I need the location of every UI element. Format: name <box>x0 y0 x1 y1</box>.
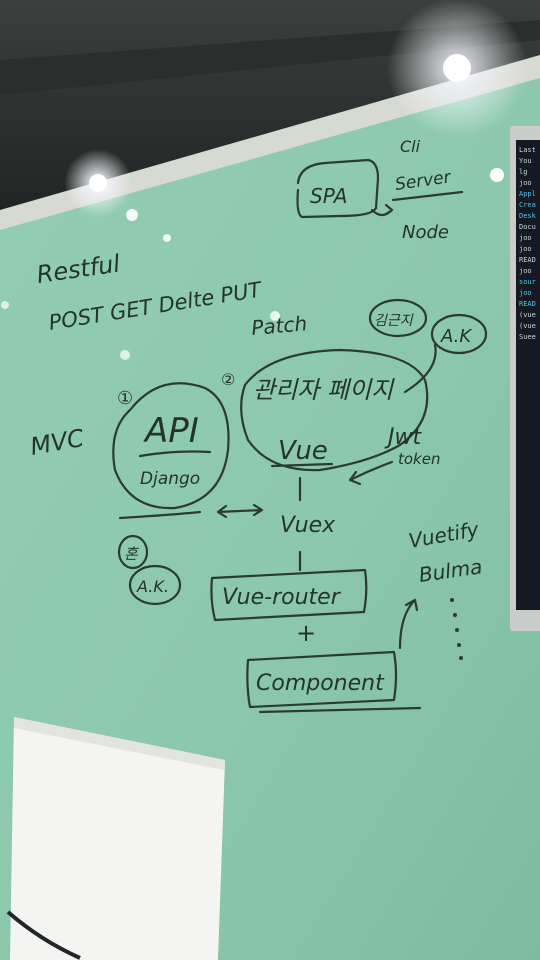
jwt-arrow <box>348 460 394 486</box>
hon-tag: 혼 <box>124 545 140 563</box>
component-box <box>246 650 398 709</box>
kim-tag: 김근지 <box>374 313 414 329</box>
vue-text: Vue <box>278 436 328 466</box>
monitor-text-lines: LastYoulgjooApplCreaDeskDocujoojooREADjo… <box>519 146 537 341</box>
monitor-line: READ <box>519 300 536 308</box>
vue-router-text: Vue-router <box>222 585 342 610</box>
monitor-line: joo <box>519 245 532 253</box>
admin-page-text: 관리자 페이지 <box>253 376 395 404</box>
monitor-line: joo <box>519 289 532 297</box>
plus-sign: + <box>296 619 316 647</box>
monitor-line: Last <box>519 146 536 154</box>
api-base-line <box>118 510 202 520</box>
monitor-line: joo <box>519 267 532 275</box>
token-text: token <box>398 450 440 468</box>
ak-circle-top <box>430 313 488 355</box>
monitor-line: Crea <box>519 201 536 209</box>
ak-tag-bottom: A.K. <box>136 577 169 596</box>
node-text: Node <box>402 222 449 243</box>
monitor-line: Appl <box>519 190 536 198</box>
ak-tag-top: A.K <box>440 326 472 347</box>
admin-circle <box>240 348 429 472</box>
api-circle <box>112 382 230 510</box>
api-underline <box>138 450 212 458</box>
monitor-line: READ <box>519 256 536 264</box>
ak-circle-bottom <box>128 564 182 606</box>
vuex-text: Vuex <box>280 513 336 538</box>
step-2-marker: ② <box>221 370 235 389</box>
component-base-line <box>258 706 422 714</box>
paper-sheet <box>6 717 225 960</box>
monitor-line: lg <box>519 168 527 176</box>
kim-circle <box>368 298 428 338</box>
spa-box <box>296 158 380 219</box>
django-text: Django <box>140 469 200 489</box>
monitor-line: You <box>519 157 532 165</box>
bulma-dots <box>450 598 463 660</box>
monitor-line: Docu <box>519 223 536 231</box>
api-vuex-arrow <box>216 503 264 519</box>
jwt-text: Jwt <box>384 425 422 450</box>
cli-text: Cli <box>400 137 421 156</box>
monitor-line: (vue <box>519 311 536 319</box>
monitor-line: (vue <box>519 322 536 330</box>
spa-server-arrow <box>370 203 394 217</box>
server-underline <box>391 190 464 202</box>
monitor-line: joo <box>519 179 532 187</box>
monitor-line: joo <box>519 234 532 242</box>
component-text: Component <box>256 671 385 696</box>
ceiling-lights <box>1 0 538 360</box>
spa-text: SPA <box>310 184 347 208</box>
whiteboard-surface <box>0 78 540 960</box>
monitor: LastYoulgjooApplCreaDeskDocujoojooREADjo… <box>510 126 540 631</box>
hon-circle <box>117 534 149 570</box>
patch-text: Patch <box>250 311 308 340</box>
bulma-arrow <box>398 598 419 650</box>
monitor-line: Desk <box>519 212 537 220</box>
api-text: API <box>143 411 199 451</box>
step-1-marker: ① <box>117 388 133 409</box>
admin-arrow <box>403 343 437 394</box>
monitor-line: sour <box>519 278 536 286</box>
vue-router-box <box>210 568 368 622</box>
vue-underline <box>270 462 334 468</box>
monitor-line: Suee <box>519 333 536 341</box>
